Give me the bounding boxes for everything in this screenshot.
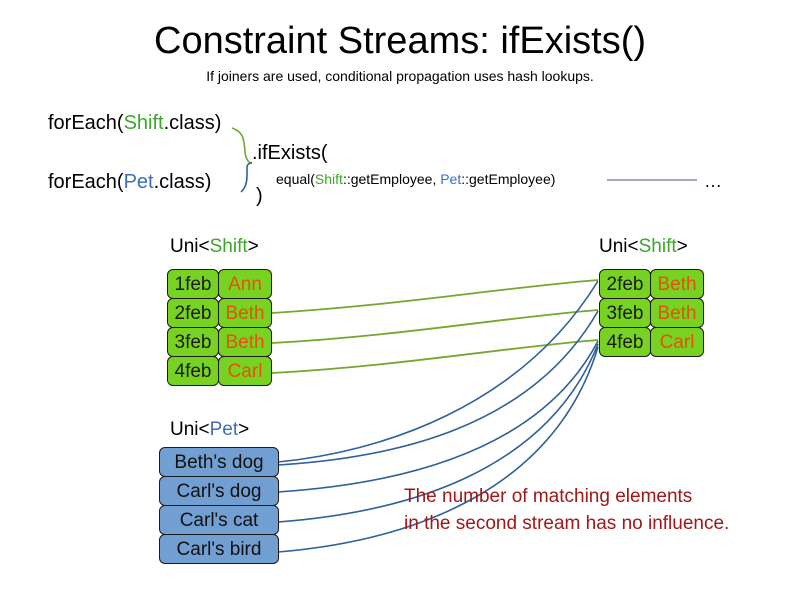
label-suffix: > [238, 419, 250, 440]
equal-left-type: Shift [314, 171, 343, 187]
wire-shift-2feb [271, 279, 599, 314]
code-foreach-shift: forEach(Shift.class) [48, 111, 221, 135]
label-prefix: Uni< [170, 419, 210, 440]
pet-name-3: Carl's bird [159, 534, 279, 564]
foreach-pet-prefix: forEach( [48, 171, 124, 193]
foreach-shift-prefix: forEach( [48, 112, 124, 134]
annotation-line-2: in the second stream has no influence. [404, 513, 730, 534]
label-suffix: > [247, 236, 259, 257]
code-foreach-pet: forEach(Pet.class) [48, 170, 211, 194]
label-suffix: > [676, 236, 688, 257]
brace-blue-arm [240, 162, 253, 193]
wire-pet-beths-dog-to-3feb [277, 310, 599, 466]
stream-shift-right: 2feb Beth 3feb Beth 4feb Carl [599, 269, 704, 357]
list-item[interactable]: Carl's cat [159, 505, 279, 535]
equal-prefix: equal( [276, 171, 315, 187]
table-row[interactable]: 2feb Beth [167, 298, 272, 328]
label-type: Pet [209, 419, 239, 440]
annotation-line-1: The number of matching elements [404, 486, 693, 507]
table-row[interactable]: 3feb Beth [167, 327, 272, 357]
foreach-pet-type: Pet [123, 171, 154, 193]
foreach-pet-suffix: .class) [153, 171, 212, 193]
equal-separator: , [432, 171, 441, 187]
stream-label-shift-right: Uni<Shift> [599, 235, 688, 259]
table-row[interactable]: 4feb Carl [599, 327, 704, 357]
code-equal-joiner: equal(Shift::getEmployee, Pet::getEmploy… [276, 170, 555, 188]
stream-label-shift-left: Uni<Shift> [170, 235, 259, 259]
equal-right-method: ::getEmployee [461, 171, 551, 187]
shift-left-date-0: 1feb [167, 269, 219, 299]
shift-right-name-2: Carl [650, 327, 704, 357]
list-item[interactable]: Carl's dog [159, 476, 279, 506]
shift-left-name-0: Ann [218, 269, 272, 299]
shift-right-date-0: 2feb [599, 269, 651, 299]
code-ellipsis: … [704, 171, 722, 191]
foreach-shift-suffix: .class) [163, 112, 222, 134]
shift-right-name-0: Beth [650, 269, 704, 299]
equal-suffix: ) [550, 171, 556, 187]
table-row[interactable]: 4feb Carl [167, 356, 272, 386]
code-ifexists: .ifExists( [252, 142, 328, 164]
shift-left-date-3: 4feb [167, 356, 219, 386]
foreach-shift-type: Shift [123, 112, 164, 134]
equal-left-method: ::getEmployee [342, 171, 433, 187]
stream-pet: Beth's dog Carl's dog Carl's cat Carl's … [159, 447, 279, 564]
shift-right-date-1: 3feb [599, 298, 651, 328]
annotation-note: The number of matching elements in the s… [404, 483, 729, 537]
wire-pet-carls-dog-to-4feb [277, 340, 599, 493]
shift-left-date-1: 2feb [167, 298, 219, 328]
brace-green-arm [231, 127, 253, 164]
shift-left-name-2: Beth [218, 327, 272, 357]
shift-left-name-3: Carl [218, 356, 272, 386]
page-subtitle: If joiners are used, conditional propaga… [206, 68, 594, 84]
shift-left-date-2: 3feb [167, 327, 219, 357]
stream-label-pet: Uni<Pet> [170, 418, 249, 442]
pet-name-1: Carl's dog [159, 476, 279, 506]
pet-name-0: Beth's dog [159, 447, 279, 477]
stream-shift-left: 1feb Ann 2feb Beth 3feb Beth 4feb Carl [167, 269, 272, 386]
equal-right-type: Pet [440, 171, 462, 187]
page-title: Constraint Streams: ifExists() [154, 20, 646, 62]
shift-right-date-2: 4feb [599, 327, 651, 357]
shift-right-name-1: Beth [650, 298, 704, 328]
shift-left-name-1: Beth [218, 298, 272, 328]
table-row[interactable]: 3feb Beth [599, 298, 704, 328]
label-prefix: Uni< [170, 236, 210, 257]
label-type: Shift [209, 236, 248, 257]
list-item[interactable]: Beth's dog [159, 447, 279, 477]
list-item[interactable]: Carl's bird [159, 534, 279, 564]
wire-shift-3feb [271, 309, 599, 344]
pet-name-2: Carl's cat [159, 505, 279, 535]
code-close-paren: ) [256, 185, 263, 207]
table-row[interactable]: 1feb Ann [167, 269, 272, 299]
wire-shift-4feb [271, 339, 599, 374]
table-row[interactable]: 2feb Beth [599, 269, 704, 299]
label-type: Shift [638, 236, 677, 257]
label-prefix: Uni< [599, 236, 639, 257]
wire-pet-beths-dog-to-2feb [277, 280, 599, 463]
